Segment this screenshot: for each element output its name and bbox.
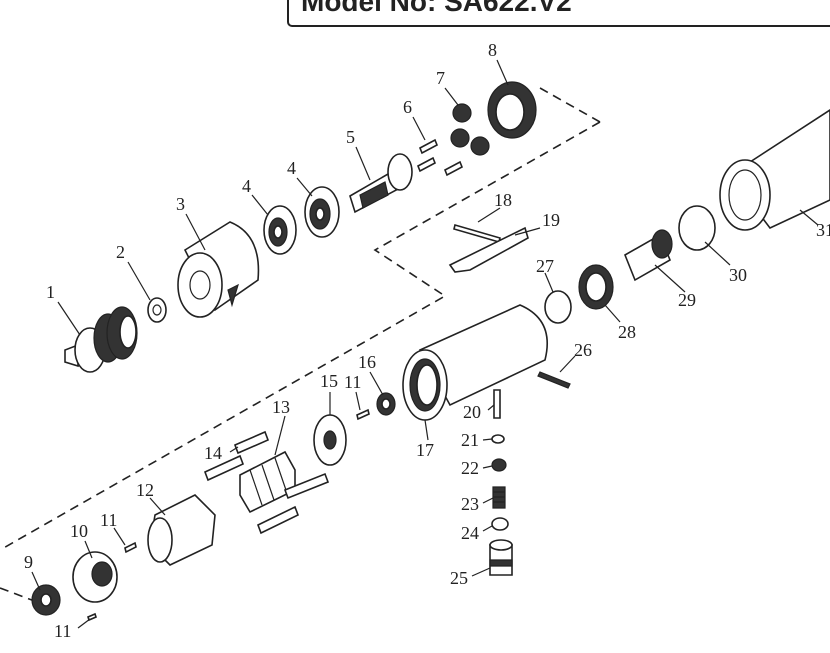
callout-23: 23 <box>461 494 479 514</box>
part-24-o-ring <box>491 517 509 531</box>
part-21-o-ring <box>491 434 505 444</box>
part-28-nut <box>578 264 614 310</box>
callout-15: 15 <box>320 371 338 391</box>
part-22-valve <box>491 458 507 472</box>
part-11-pin-a <box>124 541 137 554</box>
callout-16: 16 <box>358 352 376 372</box>
part-14-vanes <box>203 430 330 535</box>
part-30-o-ring <box>678 205 716 251</box>
assembly-dashed-lines <box>0 87 601 606</box>
part-17-main-housing <box>402 304 549 421</box>
part-23-spring <box>492 486 506 509</box>
callout-19: 19 <box>542 210 560 230</box>
part-5-spindle <box>349 153 413 214</box>
callout-11c: 11 <box>54 621 71 641</box>
callout-25: 25 <box>450 568 468 588</box>
part-13-rotor <box>239 450 296 514</box>
callout-11a: 11 <box>100 510 117 530</box>
callout-22: 22 <box>461 458 479 478</box>
callout-24: 24 <box>461 523 479 543</box>
title-box: Model No: SA622.V2 <box>287 0 830 27</box>
part-4-bearing-b <box>304 186 340 238</box>
part-2-washer <box>147 297 167 323</box>
part-15-rear-plate <box>313 414 347 466</box>
model-title: Model No: SA622.V2 <box>301 0 572 17</box>
part-11-pin-c <box>87 612 97 622</box>
callout-7: 7 <box>436 68 445 88</box>
callout-5: 5 <box>346 127 355 147</box>
callout-13: 13 <box>272 397 290 417</box>
callout-labels: 1 2 3 4 4 5 6 7 8 9 10 11 11 11 12 13 14… <box>24 40 830 641</box>
part-18-pin <box>453 224 501 243</box>
callout-29: 29 <box>678 290 696 310</box>
part-29-reverse-valve <box>623 229 673 282</box>
part-11-pin-b <box>356 408 370 421</box>
callout-14: 14 <box>204 443 222 463</box>
callout-2: 2 <box>116 242 125 262</box>
callout-4a: 4 <box>242 176 251 196</box>
part-12-cylinder <box>147 494 216 566</box>
callout-27: 27 <box>536 256 554 276</box>
part-27-o-ring <box>544 290 572 324</box>
part-1-chuck <box>64 306 138 373</box>
callout-31: 31 <box>816 220 830 240</box>
part-8-ring-gear <box>487 81 537 139</box>
callout-26: 26 <box>574 340 592 360</box>
part-9-bearing <box>31 584 61 616</box>
part-31-rear-housing <box>719 109 830 231</box>
callout-12: 12 <box>136 480 154 500</box>
part-10-end-plate <box>72 551 118 603</box>
callout-6: 6 <box>403 97 412 117</box>
callout-10: 10 <box>70 521 88 541</box>
leader-lines <box>31 59 819 629</box>
callout-20: 20 <box>463 402 481 422</box>
callout-8: 8 <box>488 40 497 60</box>
callout-17: 17 <box>416 440 434 460</box>
part-3-front-housing <box>177 221 260 318</box>
callout-11b: 11 <box>344 372 361 392</box>
part-20-valve-stem <box>493 389 501 419</box>
callout-1: 1 <box>46 282 55 302</box>
part-4-bearing-a <box>263 205 297 255</box>
callout-18: 18 <box>494 190 512 210</box>
part-7-gears <box>450 103 490 156</box>
callout-9: 9 <box>24 552 33 572</box>
part-6-pins <box>416 138 464 177</box>
callout-21: 21 <box>461 430 479 450</box>
part-26-pin <box>537 371 571 389</box>
callout-30: 30 <box>729 265 747 285</box>
callout-3: 3 <box>176 194 185 214</box>
part-25-valve-seat <box>489 539 513 576</box>
callout-4b: 4 <box>287 158 296 178</box>
part-19-lever <box>448 226 529 273</box>
callout-28: 28 <box>618 322 636 342</box>
part-16-bearing <box>376 392 396 416</box>
